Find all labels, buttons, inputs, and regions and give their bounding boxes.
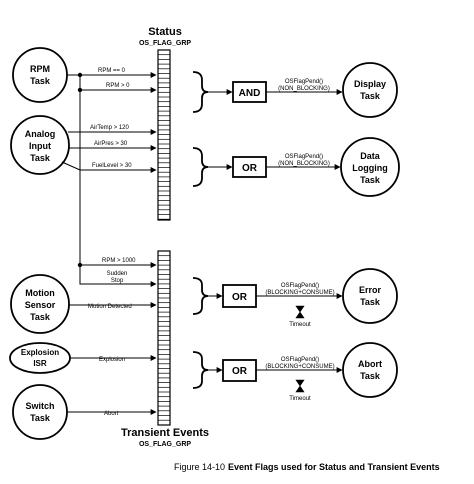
pend-abort: OSFlagPend()(BLOCKING+CONSUME) [256, 357, 343, 373]
svg-text:OSFlagPend()(BLOCKING+CONSUME): OSFlagPend()(BLOCKING+CONSUME) [265, 357, 334, 370]
signal-abort: Abort [67, 409, 157, 417]
svg-text:Motion Detected: Motion Detected [88, 304, 132, 310]
svg-text:OR: OR [232, 366, 248, 377]
signal-rpm-gt-0: RPM > 0 [80, 83, 157, 93]
signal-rpm-gt-1000: RPM > 1000 [80, 258, 157, 268]
signal-airtemp: AirTemp > 120 [68, 125, 157, 135]
signal-airpres: AirPres > 30 [69, 141, 157, 151]
transient-flag-group [157, 250, 171, 426]
svg-text:OSFlagPend()(BLOCKING+CONSUME): OSFlagPend()(BLOCKING+CONSUME) [265, 283, 334, 296]
hourglass-icon [295, 379, 305, 393]
timeout-abort: Timeout [289, 379, 311, 402]
svg-text:OSFlagPend()(NON_BLOCKING): OSFlagPend()(NON_BLOCKING) [278, 79, 330, 92]
or-gate-error: OR [222, 284, 257, 308]
hourglass-icon [295, 305, 305, 319]
and-gate: AND [232, 81, 267, 103]
timeout-error: Timeout [289, 305, 311, 328]
svg-text:OSFlagPend()(NON_BLOCKING): OSFlagPend()(NON_BLOCKING) [278, 154, 330, 167]
transient-group-subtitle: OS_FLAG_GRP [139, 441, 191, 448]
brace-abort [192, 351, 209, 389]
or-gate-logging: OR [232, 156, 267, 178]
or-gate-abort: OR [222, 359, 257, 382]
svg-text:RPM > 0: RPM > 0 [106, 83, 130, 89]
transient-group-title: Transient Events [121, 427, 209, 439]
svg-text:FuelLevel > 30: FuelLevel > 30 [92, 163, 132, 169]
brace-display [192, 71, 209, 113]
pend-logging: OSFlagPend()(NON_BLOCKING) [266, 154, 341, 170]
flag-bar-outline [157, 250, 171, 426]
svg-text:AND: AND [239, 88, 261, 99]
svg-text:Timeout: Timeout [289, 396, 311, 402]
pend-error: OSFlagPend()(BLOCKING+CONSUME) [256, 283, 343, 299]
brace-logging [192, 147, 209, 187]
signal-motion-detected: Motion Detected [69, 302, 157, 310]
signal-explosion: Explosion [70, 355, 157, 363]
svg-text:Abort: Abort [104, 411, 119, 417]
svg-text:OR: OR [232, 292, 248, 303]
signal-rpm-eq-0: RPM == 0 [80, 68, 157, 78]
signal-fuellevel: FuelLevel > 30 [61, 161, 157, 173]
svg-text:Explosion: Explosion [99, 357, 125, 363]
status-group-subtitle: OS_FLAG_GRP [139, 40, 191, 47]
status-flag-group [157, 49, 171, 221]
brace-error [192, 277, 209, 315]
svg-text:Timeout: Timeout [289, 322, 311, 328]
svg-text:AirTemp > 120: AirTemp > 120 [90, 125, 130, 131]
svg-text:RPM == 0: RPM == 0 [98, 68, 126, 74]
svg-text:RPM > 1000: RPM > 1000 [102, 258, 136, 264]
svg-text:OR: OR [242, 163, 258, 174]
flag-bar-outline [157, 49, 171, 221]
status-group-title: Status [148, 26, 182, 38]
pend-display: OSFlagPend()(NON_BLOCKING) [266, 79, 343, 95]
svg-text:AirPres > 30: AirPres > 30 [94, 141, 128, 147]
